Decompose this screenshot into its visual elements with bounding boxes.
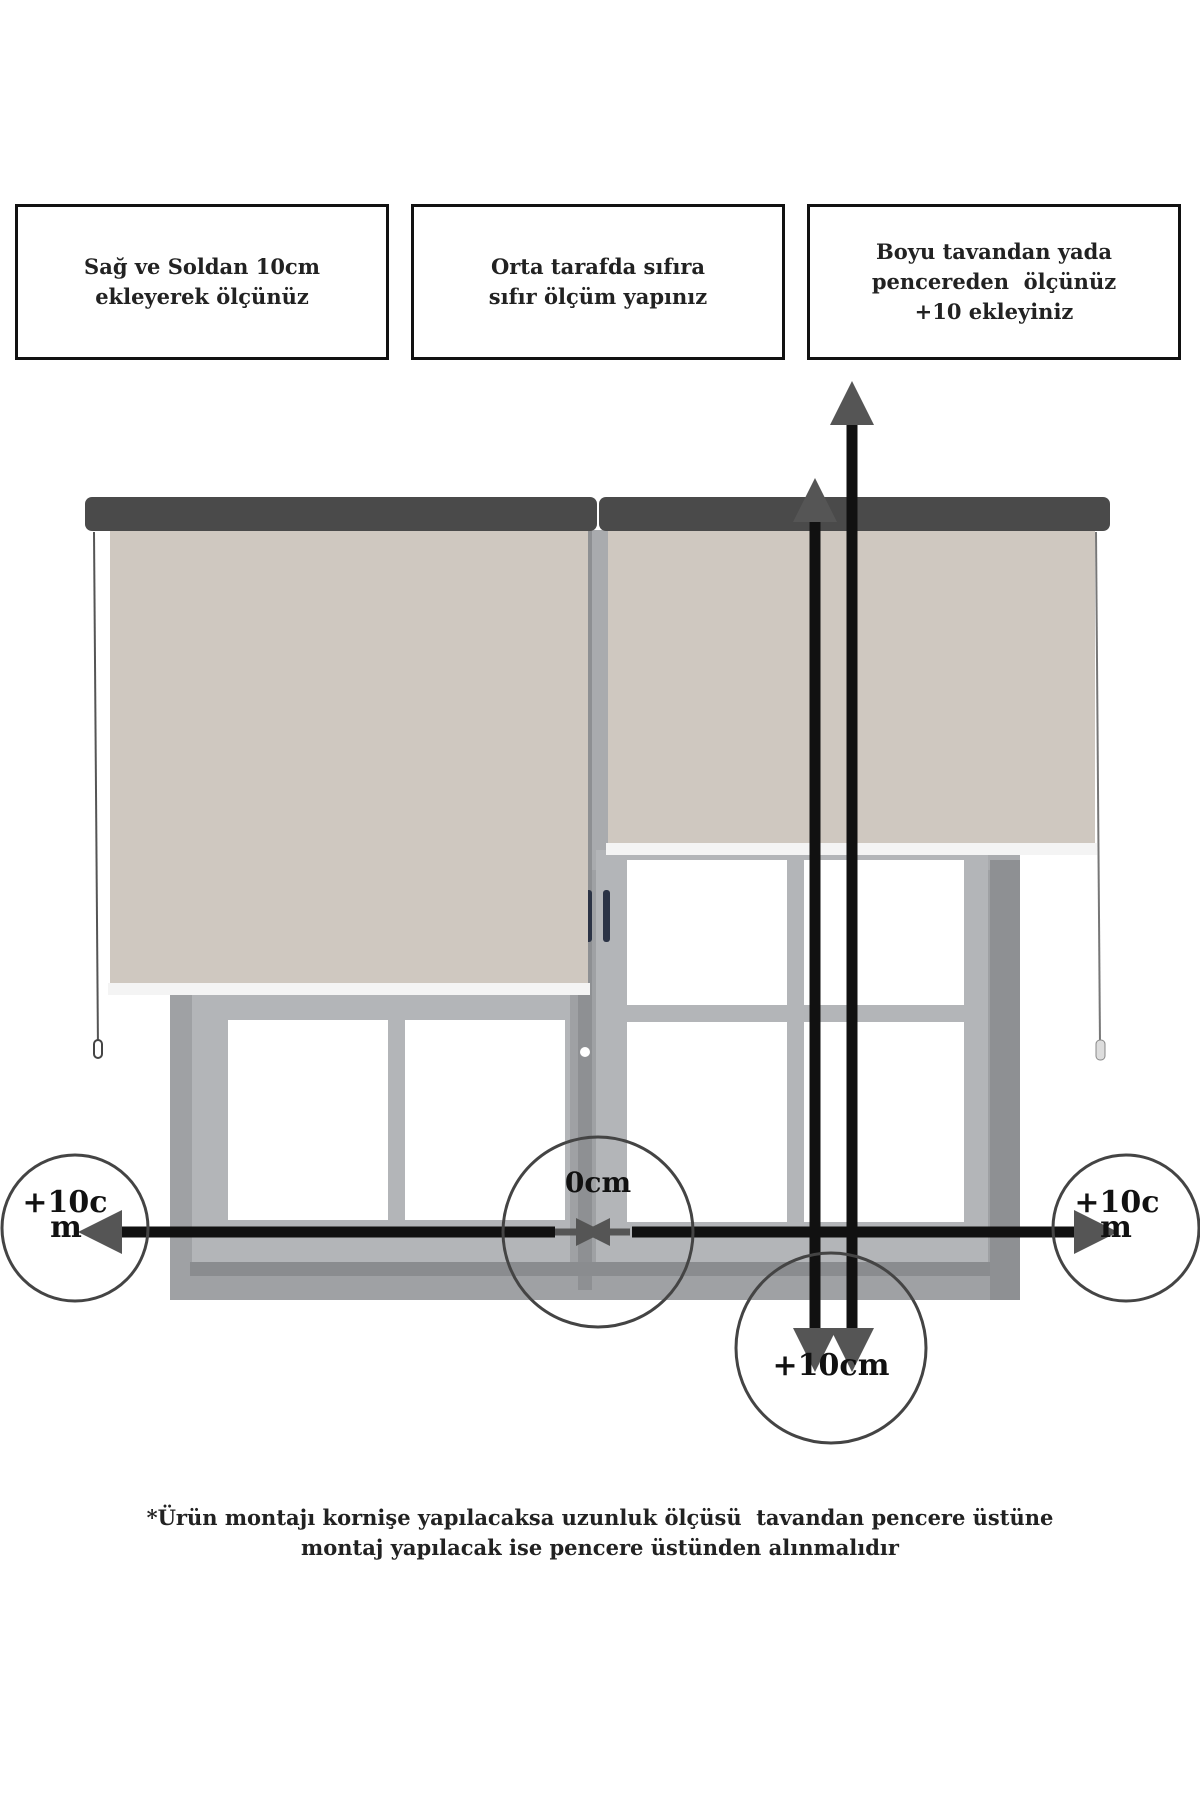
instruction-box-center: Orta tarafda sıfıra sıfır ölçüm yapınız <box>411 204 785 360</box>
right-chain <box>1095 531 1101 1046</box>
left-blind-fabric <box>110 530 588 985</box>
instruction-box-sides: Sağ ve Soldan 10cm ekleyerek ölçünüz <box>15 204 389 360</box>
left-pane-1 <box>228 1020 388 1220</box>
window-lock <box>580 1047 590 1057</box>
right-pane-4 <box>804 1022 964 1222</box>
left-callout-line-1: +10c <box>22 1185 107 1220</box>
bottom-callout-circle <box>734 1251 928 1445</box>
right-callout-circle <box>1051 1153 1200 1303</box>
footnote-line-2: montaj yapılacak ise pencere üstünden al… <box>301 1535 899 1560</box>
right-callout-line-2: m <box>1100 1210 1132 1245</box>
left-callout-line-2: m <box>50 1210 82 1245</box>
right-chain-weight <box>1095 1039 1106 1061</box>
callouts: +10c m 0cm +10c m +10cm <box>0 1135 1200 1445</box>
center-callout-label: 0cm <box>565 1166 631 1199</box>
measurement-arrows <box>78 381 1118 1372</box>
instruction-sides-line-1: Sağ ve Soldan 10cm <box>84 254 320 279</box>
left-blind-bottom-bar <box>108 983 590 995</box>
right-pane-2 <box>804 860 964 1005</box>
left-pane-2 <box>405 1020 565 1220</box>
instruction-height-line-2: pencereden ölçünüz <box>871 269 1117 294</box>
window-handle-right <box>603 890 610 942</box>
instruction-center-line-2: sıfır ölçüm yapınız <box>488 284 708 309</box>
window-sill <box>190 1262 990 1276</box>
instruction-height-line-1: Boyu tavandan yada <box>876 239 1112 264</box>
right-pane-3 <box>627 1022 787 1222</box>
footnote-line-1: *Ürün montajı kornişe yapılacaksa uzunlu… <box>146 1505 1054 1530</box>
left-chain <box>93 531 99 1051</box>
bottom-callout-label: +10cm <box>773 1348 890 1383</box>
left-blind-rail <box>85 497 597 531</box>
instruction-sides-line-2: ekleyerek ölçünüz <box>95 284 309 309</box>
right-pane-1 <box>627 860 787 1005</box>
instruction-box-height: Boyu tavandan yada pencereden ölçünüz +1… <box>807 204 1181 360</box>
left-chain-weight <box>93 1039 103 1059</box>
right-callout-line-1: +10c <box>1074 1185 1159 1220</box>
footnote: *Ürün montajı kornişe yapılacaksa uzunlu… <box>100 1503 1100 1563</box>
left-callout-circle <box>0 1153 150 1303</box>
instruction-height-line-3: +10 ekleyiniz <box>914 299 1074 324</box>
center-callout-circle <box>501 1135 695 1329</box>
instruction-center-line-1: Orta tarafda sıfıra <box>490 254 706 279</box>
